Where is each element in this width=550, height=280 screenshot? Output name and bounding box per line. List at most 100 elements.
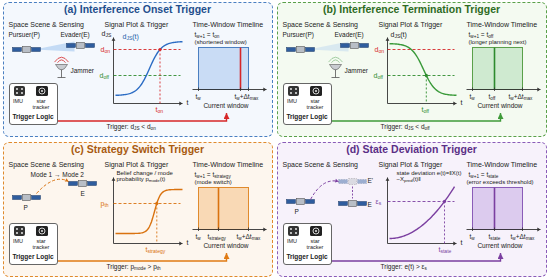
annotation-label: doff (374, 72, 383, 80)
star-tracker-icon (310, 226, 322, 236)
axis-line (114, 103, 183, 104)
trigger-point (158, 48, 161, 51)
imu-pin (290, 232, 292, 234)
threshold-line (388, 49, 455, 50)
tick-mark (198, 228, 199, 232)
satellite-icon (69, 181, 97, 187)
satellite-body (351, 43, 359, 49)
tick-mark (494, 88, 495, 92)
satellite-icon (13, 47, 41, 53)
annotation-label: Jammer (345, 67, 368, 74)
sensor-label: IMU (287, 98, 297, 104)
arrow-head (386, 38, 390, 41)
satellite-body (79, 181, 87, 187)
trigger-point (443, 200, 446, 203)
star-tracker-lens (39, 88, 45, 94)
solar-panel (358, 202, 367, 206)
imu-pin (290, 88, 292, 90)
tick-mark (522, 88, 523, 92)
sensing-trigger-box: IMUstar trackerTrigger Logic (283, 223, 332, 265)
star-tracker-lens (39, 228, 45, 234)
solar-panel (341, 44, 350, 48)
jamming-wave (329, 57, 343, 62)
imu-pin (21, 92, 23, 94)
satellite-body (349, 201, 357, 207)
signal-curve (116, 42, 183, 96)
jammer-base (58, 77, 66, 78)
logic-title: Trigger Logic (11, 113, 55, 120)
annotation-label: Evader(E) (335, 31, 364, 38)
trigger-mark (218, 188, 220, 230)
trigger-arrow (58, 113, 227, 121)
sensor-icons (284, 224, 330, 238)
tick-mark (240, 88, 241, 92)
imu-pin (295, 232, 297, 234)
satellite-icon (13, 195, 41, 201)
arrow-head (263, 88, 266, 92)
axis-line (113, 38, 114, 104)
solar-panel (287, 48, 296, 52)
tick-mark (198, 88, 199, 92)
panel-ground (277, 2, 547, 137)
star-tracker-icon (310, 86, 322, 96)
imu-pin (295, 228, 297, 230)
annotation-label: dJS(t) (391, 31, 407, 39)
section-heading: Signal Plot & Trigger (379, 161, 443, 169)
arrow-head (112, 38, 116, 41)
section-heading: Space Scene & Sensing (283, 161, 359, 169)
solar-panel (32, 48, 41, 52)
sensing-trigger-box: IMUstar trackerTrigger Logic (9, 83, 58, 125)
window-caption: Current window (470, 102, 530, 109)
logic-title: Trigger Logic (285, 113, 329, 120)
axis-line (388, 103, 457, 104)
arrow-head (179, 102, 182, 106)
star-tracker-dot (41, 90, 43, 92)
section-heading: Time-Window Timeline (193, 21, 264, 29)
sensor-icons (284, 84, 330, 98)
trigger-arrow (332, 113, 501, 121)
jammer-base (332, 77, 340, 78)
annotation-label: P (295, 208, 299, 215)
time-window-bar (199, 48, 249, 90)
panel-title: (d) State Deviation Trigger (278, 143, 545, 155)
annotation-label: tstate (439, 246, 452, 254)
section-heading: Signal Plot & Trigger (105, 161, 169, 169)
annotation-label: tstrategy (146, 246, 166, 254)
annotation-label: P (24, 204, 28, 211)
star-tracker-dot (315, 230, 317, 232)
axis-line (467, 89, 541, 90)
annotation-label: tw+Δtmax (235, 93, 259, 100)
trigger-mark (240, 48, 242, 90)
annotation-label: doff (100, 72, 109, 80)
annotation-label: don (101, 46, 111, 54)
annotation-label: t (461, 99, 463, 107)
section-heading: Signal Plot & Trigger (379, 21, 443, 29)
solar-panel (86, 44, 95, 48)
annotation-label: (mode switch) (195, 179, 232, 186)
axis-line (113, 178, 114, 244)
jammer-dish (330, 65, 342, 71)
tick-mark (248, 88, 249, 92)
sensor-label: star tracker (303, 98, 327, 111)
solar-panel (88, 182, 97, 186)
panel-ground (3, 2, 273, 137)
imu-icon (288, 226, 299, 236)
trigger-mark (494, 48, 496, 90)
logic-title: Trigger Logic (285, 253, 329, 260)
solar-panel (339, 202, 348, 206)
section-heading: Space Scene & Sensing (9, 21, 85, 29)
imu-pin (21, 88, 23, 90)
tick-mark (472, 228, 473, 232)
sensor-label: IMU (287, 238, 297, 244)
jammer-mast (335, 70, 336, 78)
time-window-bar (473, 188, 523, 230)
annotation-label: Pursuer(P) (9, 31, 40, 38)
annotation-label: εs (376, 198, 382, 206)
tick-mark (522, 228, 523, 232)
axis-line (193, 229, 267, 230)
axis-line (467, 229, 541, 230)
annotation-label: t (461, 239, 463, 247)
arrow-head (112, 178, 116, 181)
